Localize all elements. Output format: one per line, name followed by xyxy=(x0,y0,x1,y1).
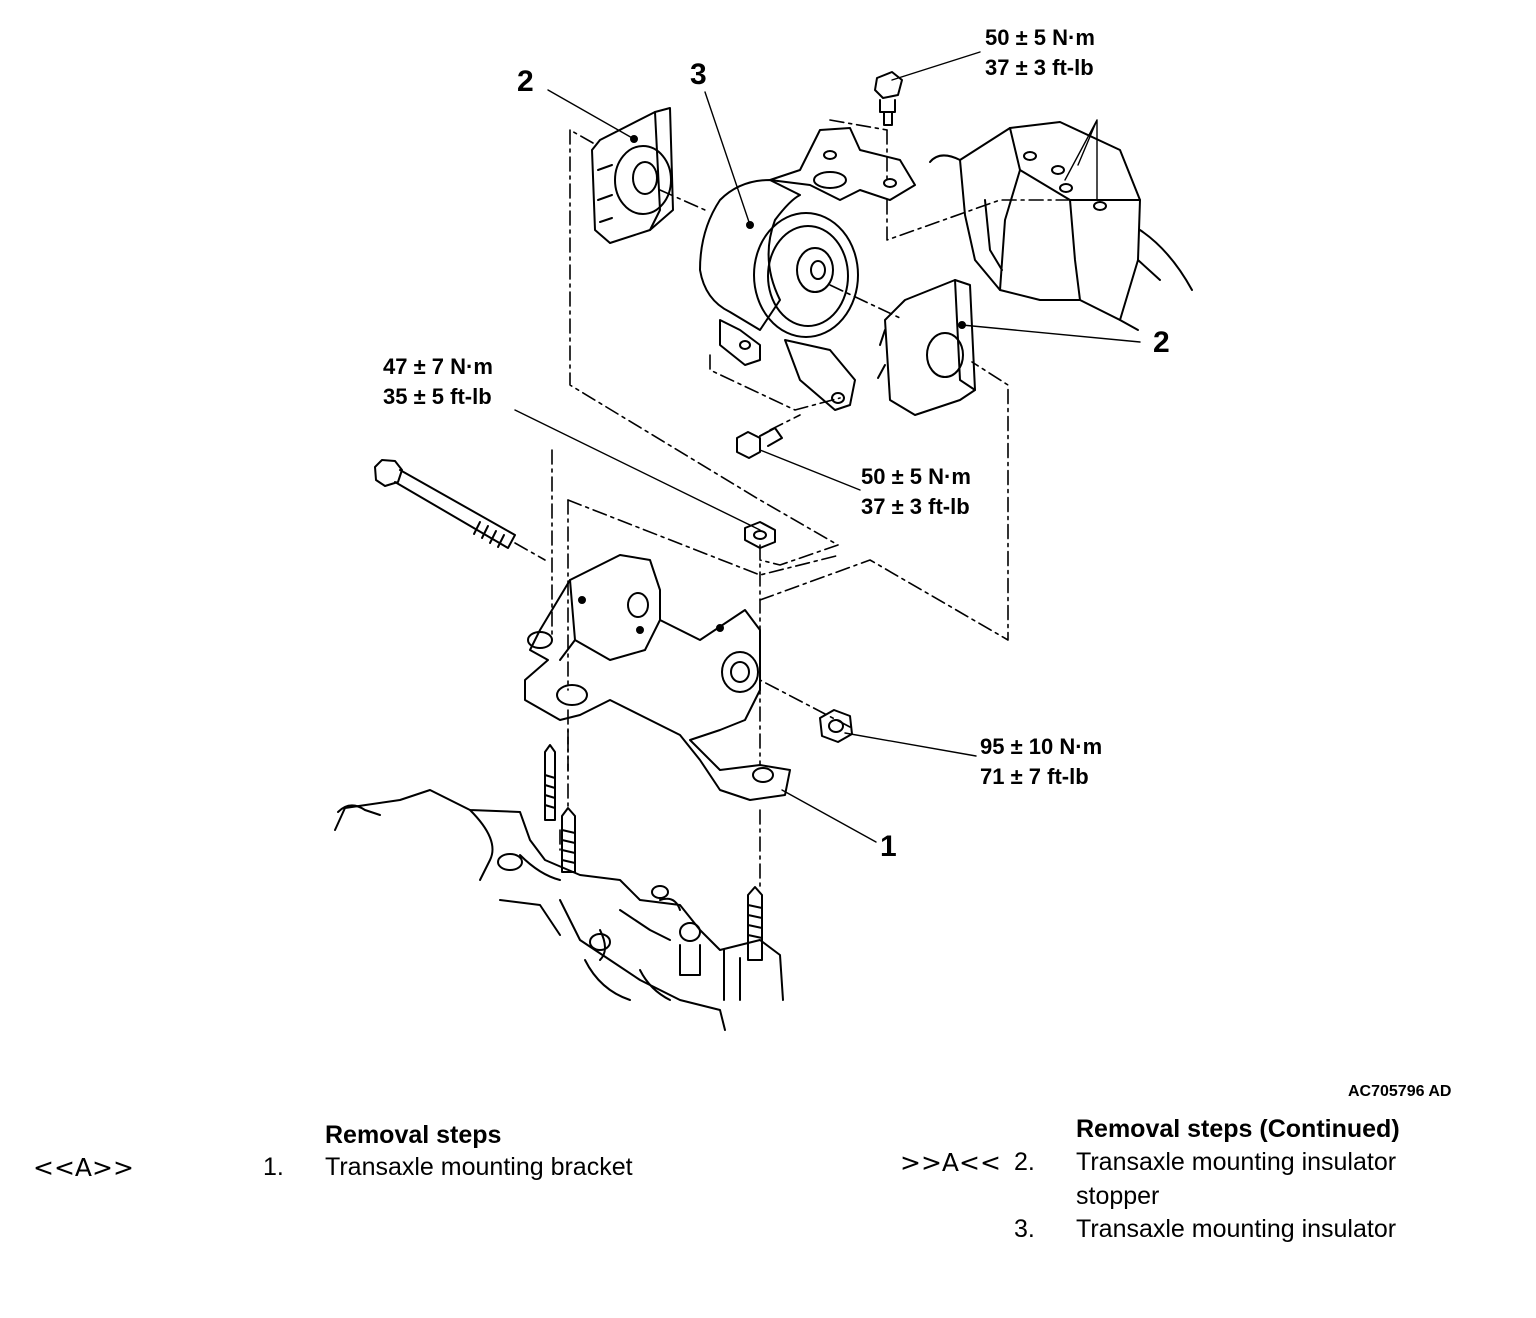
step-2-text-line2: stopper xyxy=(1076,1182,1160,1210)
mounting-insulator xyxy=(699,127,916,411)
torque-nm: 50 ± 5 N·m xyxy=(861,464,971,489)
exploded-view-diagram xyxy=(334,51,1193,1031)
step-2-number: 2. xyxy=(1014,1148,1035,1176)
nut-small xyxy=(744,521,776,549)
step-2-text-line1: Transaxle mounting insulator xyxy=(1076,1148,1397,1176)
stud-right xyxy=(747,886,763,961)
callout-1: 1 xyxy=(880,830,897,863)
torque-nm: 95 ± 10 N·m xyxy=(980,734,1103,759)
torque-nm: 50 ± 5 N·m xyxy=(985,25,1095,50)
bolt-middle xyxy=(736,427,783,459)
step-1-text: Transaxle mounting bracket xyxy=(325,1153,633,1181)
insulator-stopper-right xyxy=(877,279,976,416)
step-3-text: Transaxle mounting insulator xyxy=(1076,1215,1397,1243)
torque-nm: 47 ± 7 N·m xyxy=(383,354,493,379)
assembly-lines xyxy=(514,119,1098,891)
insulator-stopper-upper xyxy=(591,107,674,244)
stud-left xyxy=(544,744,556,821)
step-1-mark: <<A>> xyxy=(33,1153,134,1182)
torque-spec-top-bolt: 50 ± 5 N·m 37 ± 3 ft-lb xyxy=(985,23,1095,83)
torque-spec-nut-small: 47 ± 7 N·m 35 ± 5 ft-lb xyxy=(383,352,493,412)
torque-spec-middle-bolt: 50 ± 5 N·m 37 ± 3 ft-lb xyxy=(861,462,971,522)
mounting-bracket xyxy=(524,554,791,801)
leader-lines xyxy=(514,51,1141,843)
torque-ftlb: 37 ± 3 ft-lb xyxy=(861,494,970,519)
torque-spec-flange-nut: 95 ± 10 N·m 71 ± 7 ft-lb xyxy=(980,732,1102,792)
vehicle-body-lower xyxy=(334,789,784,1031)
callout-3: 3 xyxy=(690,58,707,91)
figure-id: AC705796 AD xyxy=(1348,1083,1452,1100)
steps-header-continued: Removal steps (Continued) xyxy=(1076,1115,1400,1143)
step-1-number: 1. xyxy=(263,1153,284,1181)
step-2-mark: >>A<< xyxy=(900,1148,1001,1177)
torque-ftlb: 37 ± 3 ft-lb xyxy=(985,55,1094,80)
step-2-text: Transaxle mounting insulator stopper xyxy=(1076,1145,1396,1213)
stud-middle xyxy=(561,807,576,873)
transaxle-case-upper xyxy=(929,121,1193,331)
step-3-number: 3. xyxy=(1014,1215,1035,1243)
torque-ftlb: 35 ± 5 ft-lb xyxy=(383,384,492,409)
callout-2-right: 2 xyxy=(1153,326,1170,359)
bolt-top xyxy=(874,71,903,126)
through-bolt xyxy=(374,459,516,549)
callout-2-upper: 2 xyxy=(517,65,534,98)
steps-header: Removal steps xyxy=(325,1121,502,1149)
torque-ftlb: 71 ± 7 ft-lb xyxy=(980,764,1089,789)
